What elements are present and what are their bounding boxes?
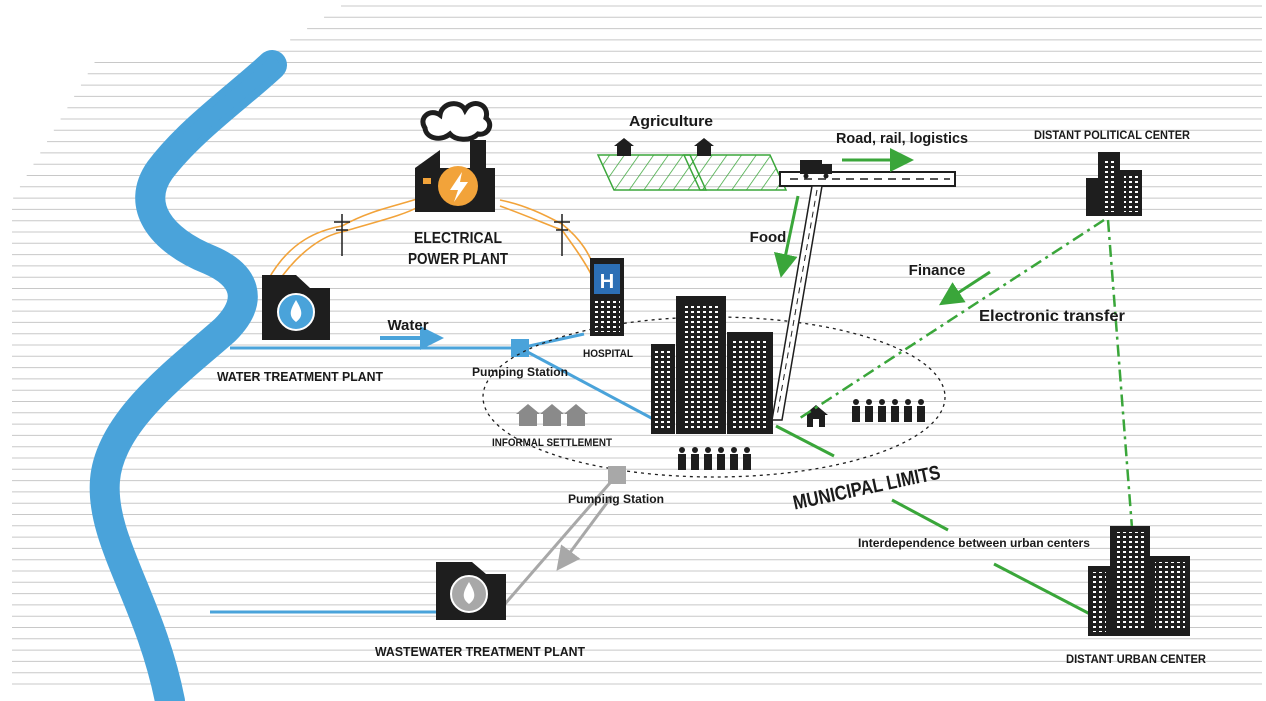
person-icon: [691, 447, 699, 470]
person-icon: [865, 399, 873, 422]
food-arrow: [773, 195, 800, 278]
person-icon-group-right: [852, 399, 925, 422]
agriculture-label: Agriculture: [629, 113, 713, 130]
pumping-station-lower-label: Pumping Station: [568, 492, 664, 506]
interdependence-label: Interdependence between urban centers: [858, 536, 1090, 550]
wastewater-treatment-plant-label: WASTEWATER TREATMENT PLANT: [375, 644, 585, 659]
hospital-icon: [590, 258, 624, 336]
hospital-sign: H: [600, 271, 614, 293]
wastewater-pipe: [496, 475, 618, 613]
building-icon-urban-center: [1088, 526, 1190, 636]
distant-political-center-label: DISTANT POLITICAL CENTER: [1034, 128, 1190, 142]
person-icon: [904, 399, 912, 422]
electronic-transfer-link-2: [1106, 219, 1134, 529]
wastewater-arrow: [556, 495, 614, 571]
municipal-limits-link: [775, 424, 835, 458]
pumping-station-lower-icon: [608, 466, 626, 484]
road-rail-logistics-label: Road, rail, logistics: [836, 130, 968, 147]
city-center-buildings: [651, 296, 773, 434]
person-icon: [717, 447, 725, 470]
distant-urban-center-label: DISTANT URBAN CENTER: [1066, 652, 1206, 666]
informal-settlement-label: INFORMAL SETTLEMENT: [492, 437, 612, 449]
person-icon: [917, 399, 925, 422]
river-inlet: [153, 58, 279, 177]
wastewater-treatment-plant-icon: [436, 562, 506, 620]
interdependence-link-lower: [993, 562, 1091, 616]
transmission-tower-icon: [334, 214, 350, 256]
person-icon: [891, 399, 899, 422]
municipal-limits-boundary: [482, 316, 946, 478]
water-pipe: [230, 332, 656, 422]
food-label: Food: [750, 229, 787, 246]
water-treatment-plant-label: WATER TREATMENT PLANT: [217, 369, 383, 384]
person-icon: [878, 399, 886, 422]
house-icon: [614, 138, 714, 156]
electrical-power-plant-label-line2: POWER PLANT: [408, 251, 508, 268]
water-label: Water: [387, 317, 428, 334]
interdependence-link-upper: [891, 498, 949, 532]
person-icon: [678, 447, 686, 470]
agriculture-fields: [596, 154, 788, 191]
background-lines: [12, 5, 1262, 685]
person-icon: [743, 447, 751, 470]
water-treatment-plant-icon: [262, 275, 330, 340]
hospital-label: HOSPITAL: [583, 348, 633, 360]
finance-label: Finance: [909, 262, 966, 279]
electronic-transfer-label: Electronic transfer: [979, 308, 1125, 325]
truck-icon: [800, 160, 832, 179]
person-icon-group-center: [678, 447, 751, 470]
building-icon-political-center: [1086, 152, 1142, 216]
electronic-transfer-link: [799, 218, 1105, 420]
transmission-tower-icon: [554, 214, 570, 256]
house-icon-group-informal: [516, 404, 588, 426]
person-icon: [704, 447, 712, 470]
electrical-power-plant-label-line1: ELECTRICAL: [414, 230, 502, 247]
pumping-station-upper-icon: [511, 339, 529, 357]
lightning-icon: [438, 166, 478, 206]
person-icon: [852, 399, 860, 422]
finance-arrow: [938, 270, 991, 306]
pumping-station-upper-label: Pumping Station: [472, 365, 568, 379]
person-icon: [730, 447, 738, 470]
